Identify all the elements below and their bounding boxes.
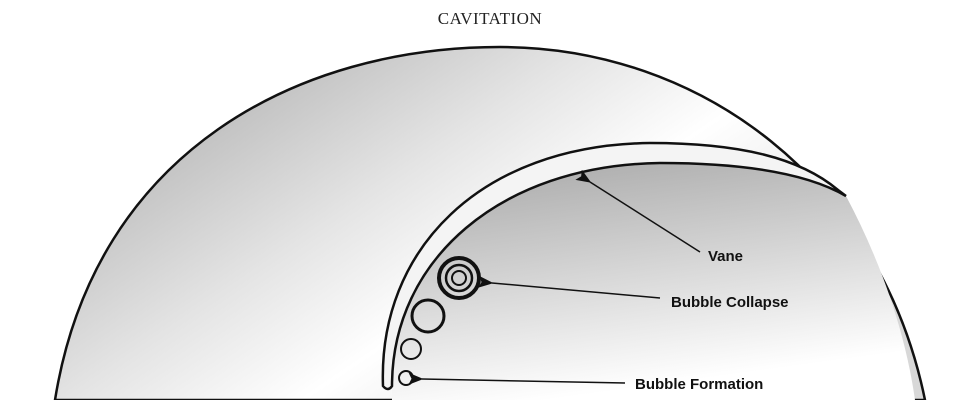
bubble-collapse-arrow [478,275,661,299]
vane-inner-region [392,163,915,400]
bubble-large [410,298,446,334]
vane-label: Vane [708,248,743,265]
bubble-formation-arrow [408,372,626,385]
bubble-formation-label: Bubble Formation [635,376,763,393]
vane [381,141,847,391]
bubble-medium [400,338,422,360]
diagram-title: CAVITATION [438,9,542,28]
vane-arrow [575,169,701,253]
bubble-collapse-label: Bubble Collapse [671,294,789,311]
